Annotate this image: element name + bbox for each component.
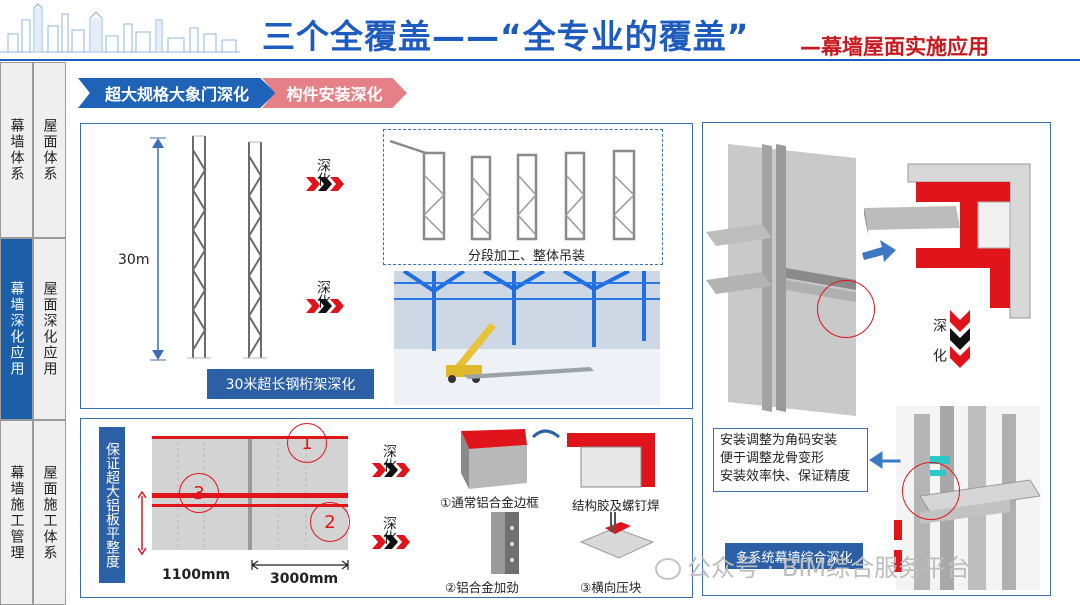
nav-item-roof-deepening[interactable]: 屋面深化应用 (33, 238, 66, 420)
page-title: 三个全覆盖——“全专业的覆盖” (262, 10, 749, 58)
segment-caption: 分段加工、整体吊装 (468, 245, 585, 264)
arrow-left-icon (868, 448, 902, 472)
tab-label: 构件安装深化 (286, 81, 382, 105)
wechat-watermark: 公众号 · BIM综合服务平台 (655, 548, 970, 583)
nav-label: 屋面施工体系 (42, 465, 58, 561)
nav-item-curtain-construction[interactable]: 幕墙施工管理 (0, 420, 33, 605)
down-chevrons-icon (950, 310, 970, 376)
callout-circle-1: 1 (287, 423, 327, 463)
nav-label: 屋面体系 (42, 118, 58, 182)
caption-aluminum-stiffener: ②铝合金加劲 (445, 577, 519, 596)
watermark-text: 公众号 · BIM综合服务平台 (687, 554, 970, 582)
height-dimension: 30m (118, 252, 149, 268)
tab-elephant-door[interactable]: 超大规格大象门深化 (78, 78, 276, 108)
tab-component-install[interactable]: 构件安装深化 (262, 78, 407, 108)
press-block-drawing (575, 508, 659, 574)
callout-circle-2: 2 (310, 502, 350, 542)
nav-item-roof-construction[interactable]: 屋面施工体系 (33, 420, 66, 605)
width-dimension-left: 1100mm (162, 567, 230, 583)
double-chevron-icon (372, 535, 410, 549)
callout-number: 1 (301, 433, 312, 454)
side-label-text: 保证超大铝板平整度 (104, 442, 120, 568)
install-note-box: 安装调整为角码安装 便于调整龙骨变形 安装效率快、保证精度 (713, 428, 868, 492)
caption-press-block: ③横向压块 (580, 577, 641, 596)
double-chevron-icon (372, 463, 410, 477)
note-line: 便于调整龙骨变形 (720, 450, 861, 468)
deepen-label-char: 深化 (934, 318, 948, 378)
nav-item-curtain-system[interactable]: 幕墙体系 (0, 62, 33, 238)
nav-label: 屋面深化应用 (42, 281, 58, 377)
note-line: 安装效率快、保证精度 (720, 468, 861, 486)
arrow-right-icon (860, 238, 898, 264)
page-subtitle: —幕墙屋面实施应用 (800, 31, 989, 61)
nav-label: 幕墙深化应用 (9, 281, 25, 377)
construction-scene-image (394, 271, 660, 405)
flatness-side-label: 保证超大铝板平整度 (99, 427, 125, 583)
tab-label: 超大规格大象门深化 (105, 81, 249, 105)
truss-segments-icon (390, 135, 658, 243)
width-dimension-right: 3000mm (270, 571, 338, 587)
callout-circle-3: 3 (179, 473, 219, 513)
stiffener-drawing (485, 510, 525, 576)
wechat-icon (655, 558, 681, 580)
nav-item-roof-system[interactable]: 屋面体系 (33, 62, 66, 238)
header-divider (0, 59, 1080, 61)
caption-aluminum-frame: ①通常铝合金边框 (440, 492, 539, 511)
truss-label-text: 30米超长钢桁架深化 (226, 374, 356, 394)
callout-number: 2 (324, 512, 335, 533)
nav-label: 幕墙体系 (9, 118, 25, 182)
nav-label: 幕墙施工管理 (9, 465, 25, 561)
dimension-arrow-icon (148, 136, 168, 362)
steel-truss-icon (183, 130, 273, 365)
double-chevron-icon (306, 299, 344, 313)
profile-section-drawing (455, 425, 665, 495)
width-dimension-arrow-icon (250, 560, 350, 570)
bracket-highlight-circle (902, 462, 960, 520)
double-chevron-icon (306, 177, 344, 191)
callout-number: 3 (193, 483, 204, 504)
nav-item-curtain-deepening[interactable]: 幕墙深化应用 (0, 238, 33, 420)
truss-label: 30米超长钢桁架深化 (207, 369, 374, 399)
note-line: 安装调整为角码安装 (720, 432, 861, 450)
city-skyline-icon (0, 0, 240, 58)
